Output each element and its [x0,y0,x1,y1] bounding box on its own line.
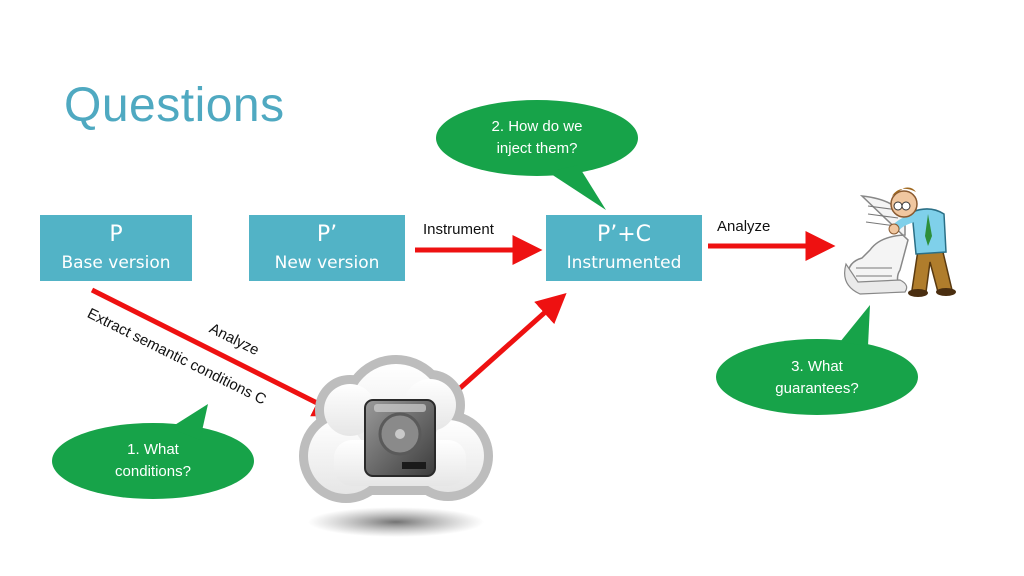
bubble-q3-line2: guarantees? [775,380,859,397]
box-p-prime-c-name: P’+C [596,222,652,247]
bubble-q1-line1: 1. What [127,441,179,458]
box-p-base-version: P Base version [40,215,192,281]
bubble-q1-text: 1. What conditions? [73,439,233,483]
box-p-prime-c-instrumented: P’+C Instrumented [546,215,702,281]
box-p-sub: Base version [61,253,171,273]
analyze-right-label: Analyze [717,218,771,235]
man-reading-printout-icon [844,187,956,297]
box-p-prime-name: P’ [316,222,338,247]
bubble-q3-text: 3. What guarantees? [737,356,897,400]
bubble-q1 [52,404,254,499]
bubble-q2-line2: inject them? [496,140,578,157]
box-p-prime-new-version: P’ New version [249,215,405,281]
bubble-q1-line2: conditions? [115,463,191,480]
slide-title: Questions [64,79,285,132]
box-p-prime-sub: New version [274,253,380,273]
instrument-label: Instrument [423,221,494,238]
box-p-name: P [109,222,123,247]
bubble-q2-line1: 2. How do we [491,118,583,135]
bubble-q2 [436,100,638,210]
box-p-prime-c-sub: Instrumented [566,253,682,273]
cloud-hard-drive-icon [299,355,493,537]
bubble-q2-text: 2. How do we inject them? [457,116,617,160]
bubble-q3-line1: 3. What [791,358,843,375]
extract-arrow [90,287,344,417]
bubble-q3 [716,305,918,415]
